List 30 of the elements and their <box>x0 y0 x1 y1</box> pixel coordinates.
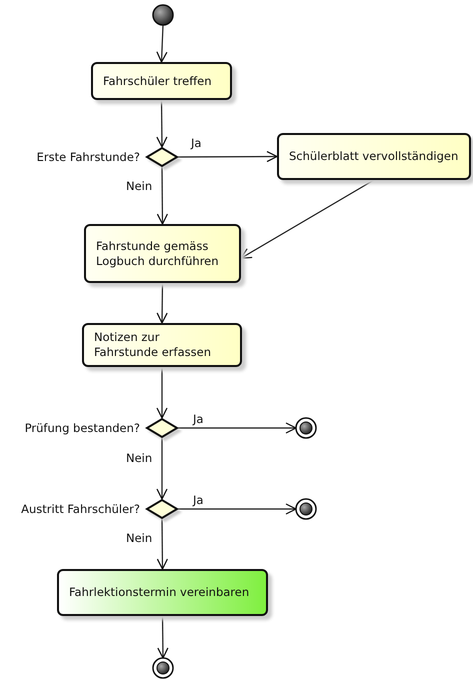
arrow <box>156 100 168 148</box>
edge-label: Nein <box>125 451 154 465</box>
decision-label: Austritt Fahrschüler? <box>20 502 141 516</box>
arrow <box>156 367 168 419</box>
action-box: Notizen zur Fahrstunde erfassen <box>82 323 242 367</box>
initial-node <box>152 4 174 26</box>
arrow <box>156 438 168 500</box>
final-node <box>295 498 317 520</box>
edge-label: Nein <box>125 531 154 545</box>
edge-label: Nein <box>125 179 154 193</box>
edge-label: Ja <box>190 136 202 150</box>
arrow <box>156 519 168 570</box>
decision-label: Erste Fahrstunde? <box>36 150 141 164</box>
arrow <box>178 150 278 162</box>
edge-label: Ja <box>192 493 204 507</box>
action-box: Fahrlektionstermin vereinbaren <box>57 569 268 616</box>
arrow <box>156 167 168 225</box>
edge-label: Ja <box>192 412 204 426</box>
action-box: Fahrschüler treffen <box>91 62 232 100</box>
decision-label: Prüfung bestanden? <box>24 421 141 435</box>
action-box: Schülerblatt vervollständigen <box>277 133 471 180</box>
action-box: Fahrstunde gemäss Logbuch durchführen <box>84 224 241 283</box>
final-node <box>152 657 174 679</box>
arrow <box>157 616 168 659</box>
arrow <box>240 179 374 259</box>
final-node <box>295 417 317 439</box>
arrow <box>178 422 297 434</box>
arrow <box>156 283 168 324</box>
arrow <box>156 24 168 63</box>
arrow <box>178 503 297 515</box>
